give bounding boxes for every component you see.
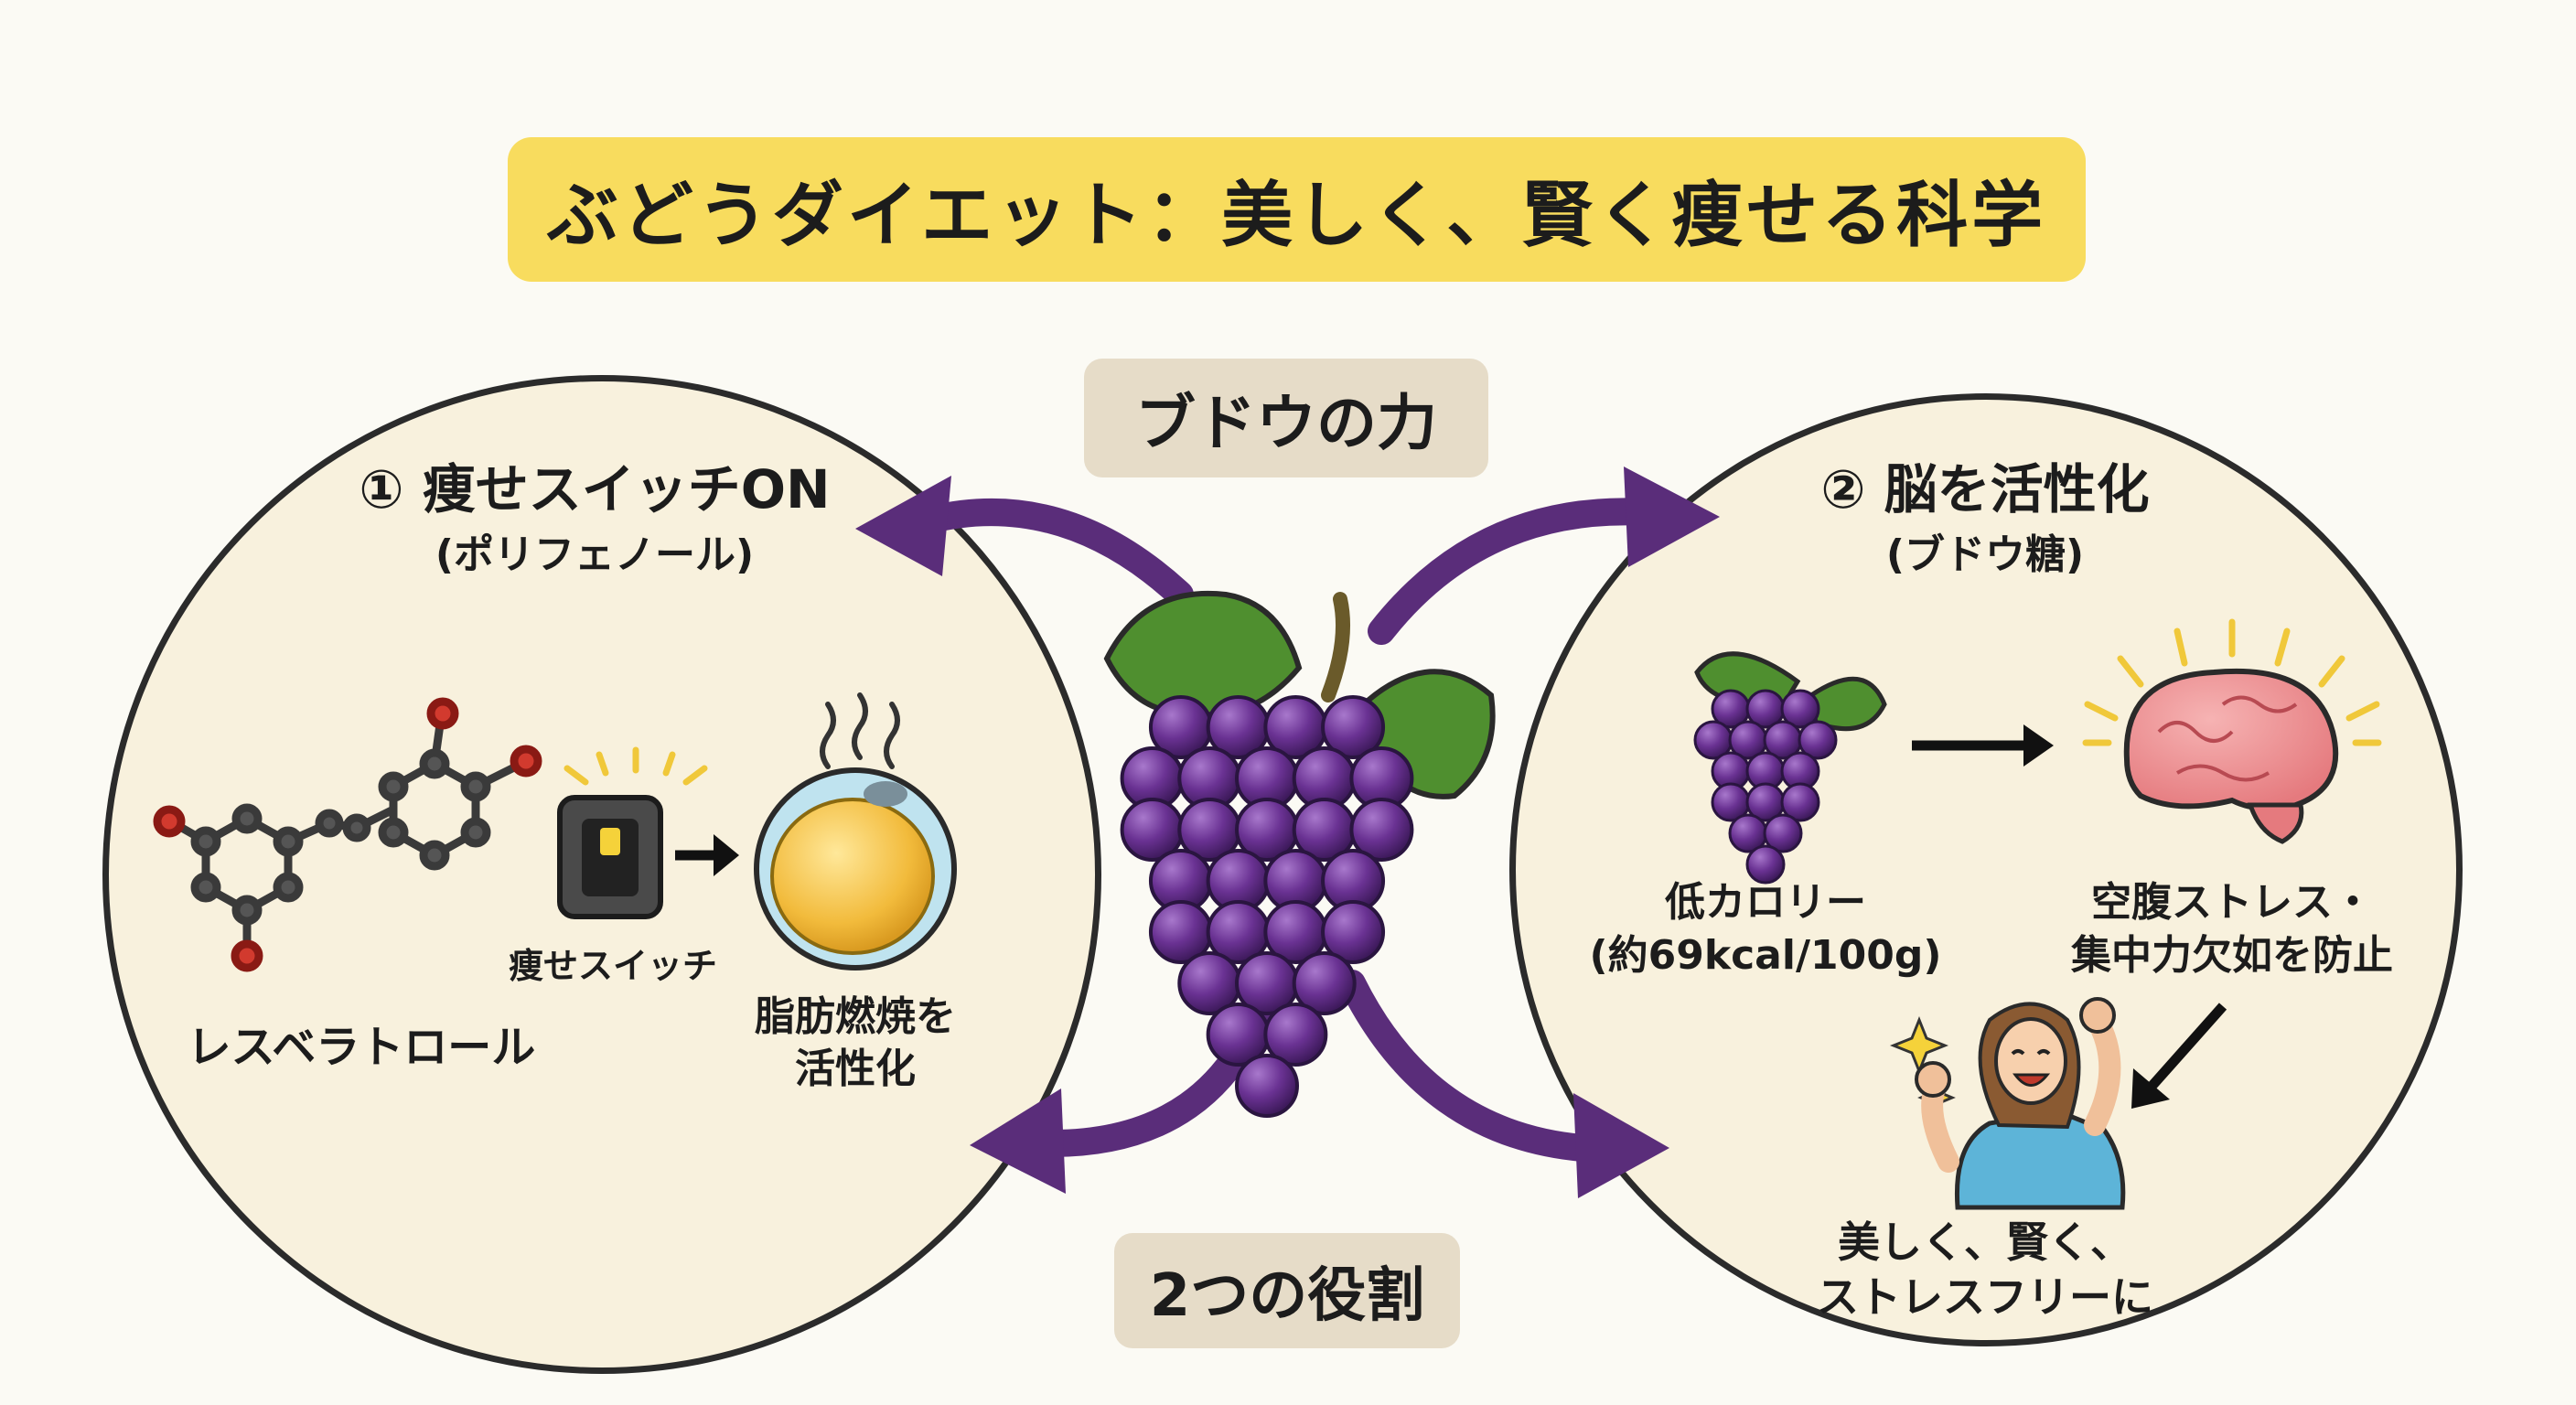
grape-berry [1745,844,1786,885]
brain-heading: ② 脳を活性化 [1820,458,2150,520]
grape-berry [1263,1003,1328,1067]
grape-berry [1321,695,1386,759]
low-calorie-label-line1: 低カロリー [1665,879,1866,926]
resveratrol-label: レスベラトロール [187,1022,536,1073]
grape-berry [1321,900,1386,964]
arrow-to-right-bottom [1338,970,1596,1162]
fat-burning-label-line2: 活性化 [795,1046,916,1092]
grape-berry [1780,689,1820,729]
fat-cell-icon [754,692,957,971]
grape-berry [1798,720,1838,760]
small-grape-icon [1693,651,1887,885]
slim-switch-label: 痩せスイッチ [508,946,717,986]
arrowhead-left-top [855,476,951,576]
happy-person-icon [1889,997,2126,1210]
low-calorie-label-line2: (約69kcal/100g) [1589,932,1942,979]
fat-burning-label-line1: 脂肪燃焼を [755,993,956,1040]
grape-cluster-illustration [1103,590,1496,1118]
brain-subheading: (ブドウ糖) [1885,531,2085,578]
stress-free-label-line2: ストレスフリーに [1817,1272,2153,1322]
polyphenol-subheading: (ポリフェノール) [435,531,755,578]
arrow-to-right-top [1368,498,1660,645]
grape-berry [1763,813,1803,853]
grape-berry [1235,1054,1299,1118]
down-left-arrow-icon [2131,1003,2227,1109]
hunger-stress-label-line1: 空腹ストレス・ [2091,879,2373,926]
polyphenol-heading: ① 痩せスイッチON [359,458,831,520]
hunger-stress-label-line2: 集中力欠如を防止 [2071,932,2393,979]
slim-switch-icon [557,746,708,919]
arrowhead-right-top [1624,467,1720,567]
arrow-to-left-top [910,499,1194,608]
arrowhead-right-bottom [1573,1093,1669,1198]
right-arrow-icon-2 [1912,724,2054,767]
two-roles-label: 2つの役割 [1114,1233,1460,1348]
resveratrol-molecule-icon [153,697,542,972]
title-banner: ぶどうダイエット：美しく、賢く痩せる科学 [508,137,2086,282]
arrowhead-left-bottom [970,1089,1066,1194]
grape-berry [1780,782,1820,822]
grape-berry [1292,951,1357,1015]
grape-power-label: ブドウの力 [1084,359,1488,477]
page-title: ぶどうダイエット：美しく、賢く痩せる科学 [546,175,2047,257]
brain-icon [2082,618,2382,844]
stress-free-label-line1: 美しく、賢く、 [1838,1217,2132,1267]
right-arrow-icon [675,834,739,876]
grape-berry [1349,798,1414,862]
